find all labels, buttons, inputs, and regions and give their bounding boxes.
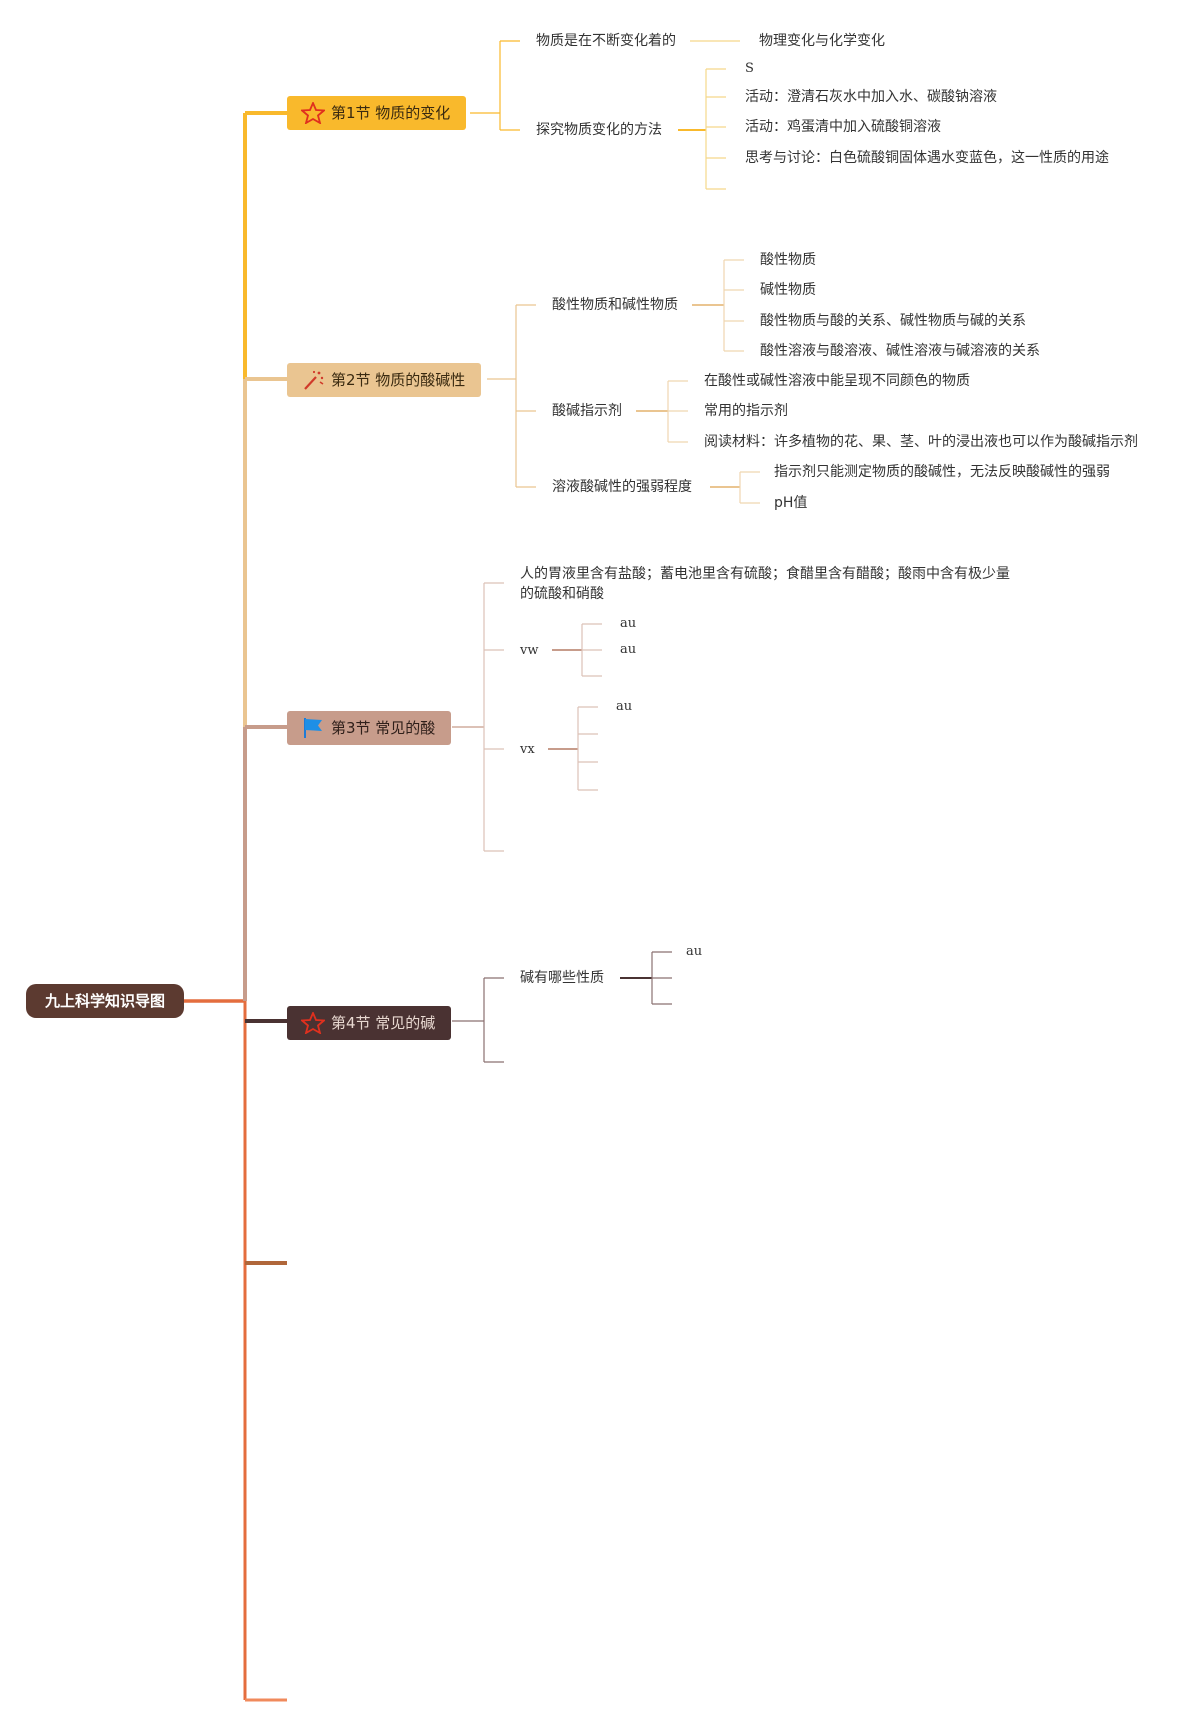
- topic-vw[interactable]: vw: [520, 643, 539, 658]
- topic-acidic-basic-substances[interactable]: 酸性物质和碱性物质: [552, 297, 678, 313]
- leaf-activity-egg-white[interactable]: 活动：鸡蛋清中加入硫酸铜溶液: [745, 119, 941, 135]
- leaf-indicator-limitation[interactable]: 指示剂只能测定物质的酸碱性，无法反映酸碱性的强弱: [774, 464, 1110, 480]
- leaf-activity-limewater[interactable]: 活动：澄清石灰水中加入水、碳酸钠溶液: [745, 89, 997, 105]
- leaf-discussion-copper-sulfate[interactable]: 思考与讨论：白色硫酸铜固体遇水变蓝色，这一性质的用途: [745, 150, 1109, 166]
- topic-matter-changing[interactable]: 物质是在不断变化着的: [536, 33, 676, 49]
- section-1-label: 第1节 物质的变化: [331, 104, 451, 122]
- section-4-label: 第4节 常见的碱: [331, 1014, 436, 1032]
- leaf-vw-au-1[interactable]: au: [620, 616, 637, 631]
- section-2-node[interactable]: 第2节 物质的酸碱性: [287, 363, 482, 397]
- leaf-common-indicators[interactable]: 常用的指示剂: [704, 403, 788, 419]
- leaf-ph-value[interactable]: pH值: [774, 495, 808, 511]
- topic-base-properties[interactable]: 碱有哪些性质: [520, 970, 604, 986]
- topic-indicator[interactable]: 酸碱指示剂: [552, 403, 622, 419]
- topic-vx[interactable]: vx: [520, 742, 535, 757]
- leaf-s[interactable]: S: [745, 61, 754, 76]
- topic-acidity-strength[interactable]: 溶液酸碱性的强弱程度: [552, 479, 692, 495]
- topic-acids-in-life[interactable]: 人的胃液里含有盐酸；蓄电池里含有硫酸；食醋里含有醋酸；酸雨中含有极少量的硫酸和硝…: [520, 566, 1010, 602]
- leaf-physical-chemical-change[interactable]: 物理变化与化学变化: [759, 33, 885, 49]
- magic-wand-icon: [304, 370, 324, 390]
- section-4-node[interactable]: 第4节 常见的碱: [287, 1006, 452, 1040]
- section-2-label: 第2节 物质的酸碱性: [331, 371, 466, 389]
- leaf-vw-au-2[interactable]: au: [620, 642, 637, 657]
- leaf-basic-substance[interactable]: 碱性物质: [760, 282, 816, 298]
- star-icon: [301, 1012, 325, 1034]
- root-node[interactable]: 九上科学知识导图: [26, 984, 184, 1018]
- star-icon: [301, 102, 325, 124]
- section-1-node[interactable]: 第1节 物质的变化: [287, 96, 467, 130]
- leaf-vx-au[interactable]: au: [616, 699, 633, 714]
- section-3-label: 第3节 常见的酸: [331, 719, 436, 737]
- leaf-indicator-definition[interactable]: 在酸性或碱性溶液中能呈现不同颜色的物质: [704, 373, 970, 389]
- leaf-acidic-substance[interactable]: 酸性物质: [760, 252, 816, 268]
- leaf-solution-relation[interactable]: 酸性溶液与酸溶液、碱性溶液与碱溶液的关系: [760, 343, 1040, 359]
- flag-icon: [304, 718, 322, 738]
- leaf-base-au[interactable]: au: [686, 944, 703, 959]
- topic-explore-methods[interactable]: 探究物质变化的方法: [536, 122, 662, 138]
- leaf-acid-relation[interactable]: 酸性物质与酸的关系、碱性物质与碱的关系: [760, 313, 1026, 329]
- leaf-reading-material[interactable]: 阅读材料：许多植物的花、果、茎、叶的浸出液也可以作为酸碱指示剂: [704, 434, 1138, 450]
- section-3-node[interactable]: 第3节 常见的酸: [287, 711, 452, 745]
